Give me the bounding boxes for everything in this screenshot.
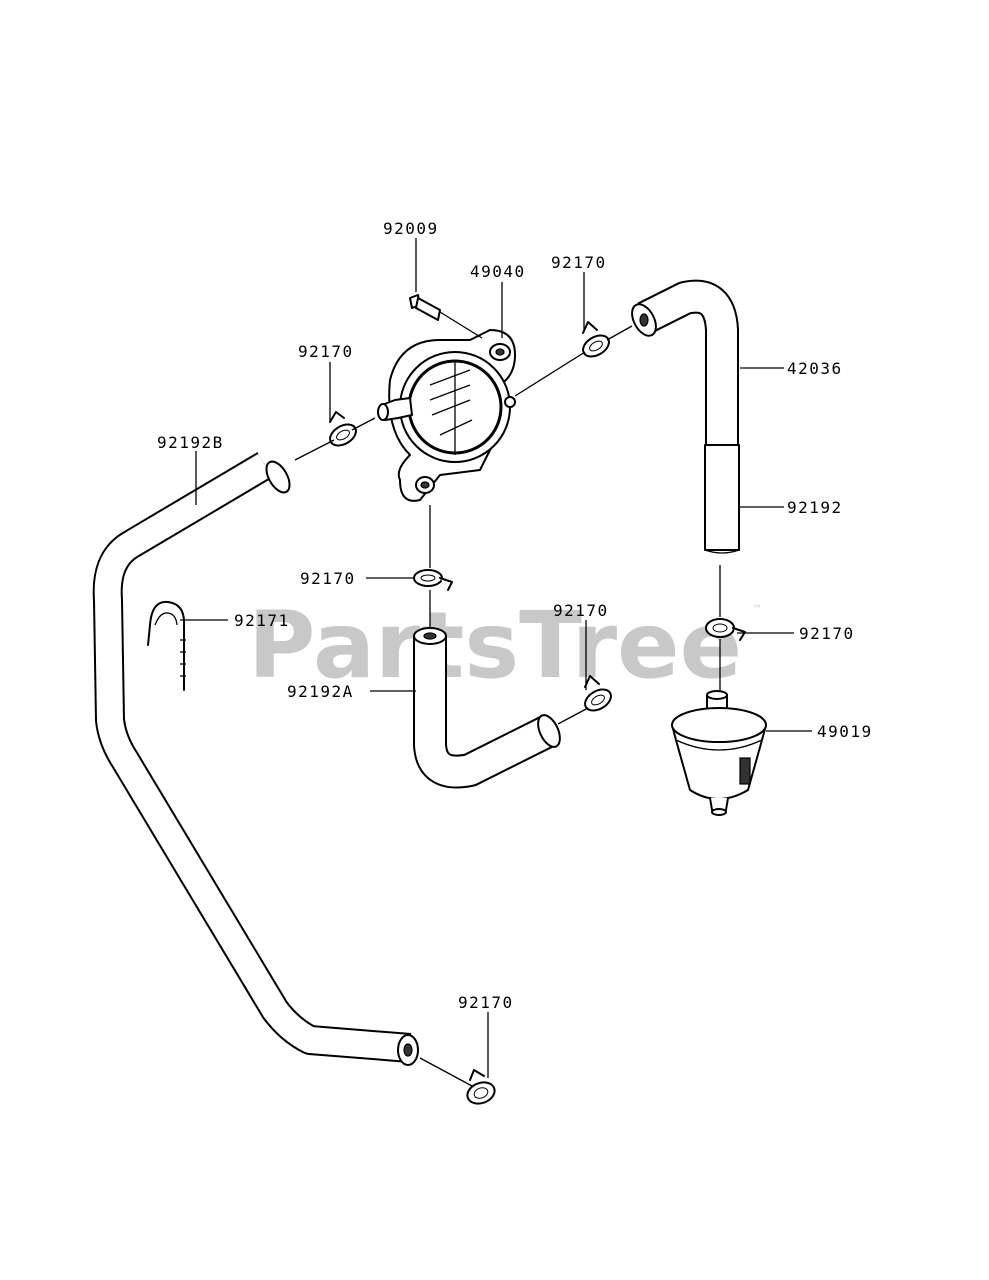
hose-92192b [92, 452, 419, 1066]
callout-92170: 92170 [551, 253, 607, 272]
clamp-above-filter [705, 618, 746, 641]
clamp-under-valve [413, 569, 453, 591]
callout-92192a: 92192A [287, 682, 354, 701]
callout-42036: 42036 [787, 359, 843, 378]
assembly-lines [294, 325, 721, 1087]
fuel-valve-49040 [377, 329, 516, 502]
callout-92170: 92170 [553, 601, 609, 620]
screw-92009 [409, 294, 483, 339]
hose-42036 [631, 279, 739, 445]
clip-92171 [147, 600, 186, 691]
callout-92170: 92170 [300, 569, 356, 588]
hose-92192 [704, 444, 740, 554]
callout-92170: 92170 [458, 993, 514, 1012]
callout-92170: 92170 [298, 342, 354, 361]
callout-92171: 92171 [234, 611, 290, 630]
callout-92192b: 92192B [157, 433, 224, 452]
callout-49019: 49019 [817, 722, 873, 741]
clamp-near-valve-left [329, 411, 357, 447]
fuel-filter-49019 [671, 690, 767, 816]
callout-92192: 92192 [787, 498, 843, 517]
callout-92009: 92009 [383, 219, 439, 238]
trademark-symbol: ™ [752, 604, 762, 615]
clamp-hose-92192a-end [584, 675, 612, 712]
callout-92170: 92170 [799, 624, 855, 643]
callout-49040: 49040 [470, 262, 526, 281]
clamp-bottom [466, 1069, 496, 1105]
hose-92192a [413, 627, 561, 789]
clamp-near-valve-right [582, 321, 610, 358]
callout-labels: 92009 49040 92170 92170 42036 92192B 921… [157, 219, 873, 1012]
leader-lines [180, 238, 812, 1078]
watermark: PartsTree [248, 592, 742, 699]
